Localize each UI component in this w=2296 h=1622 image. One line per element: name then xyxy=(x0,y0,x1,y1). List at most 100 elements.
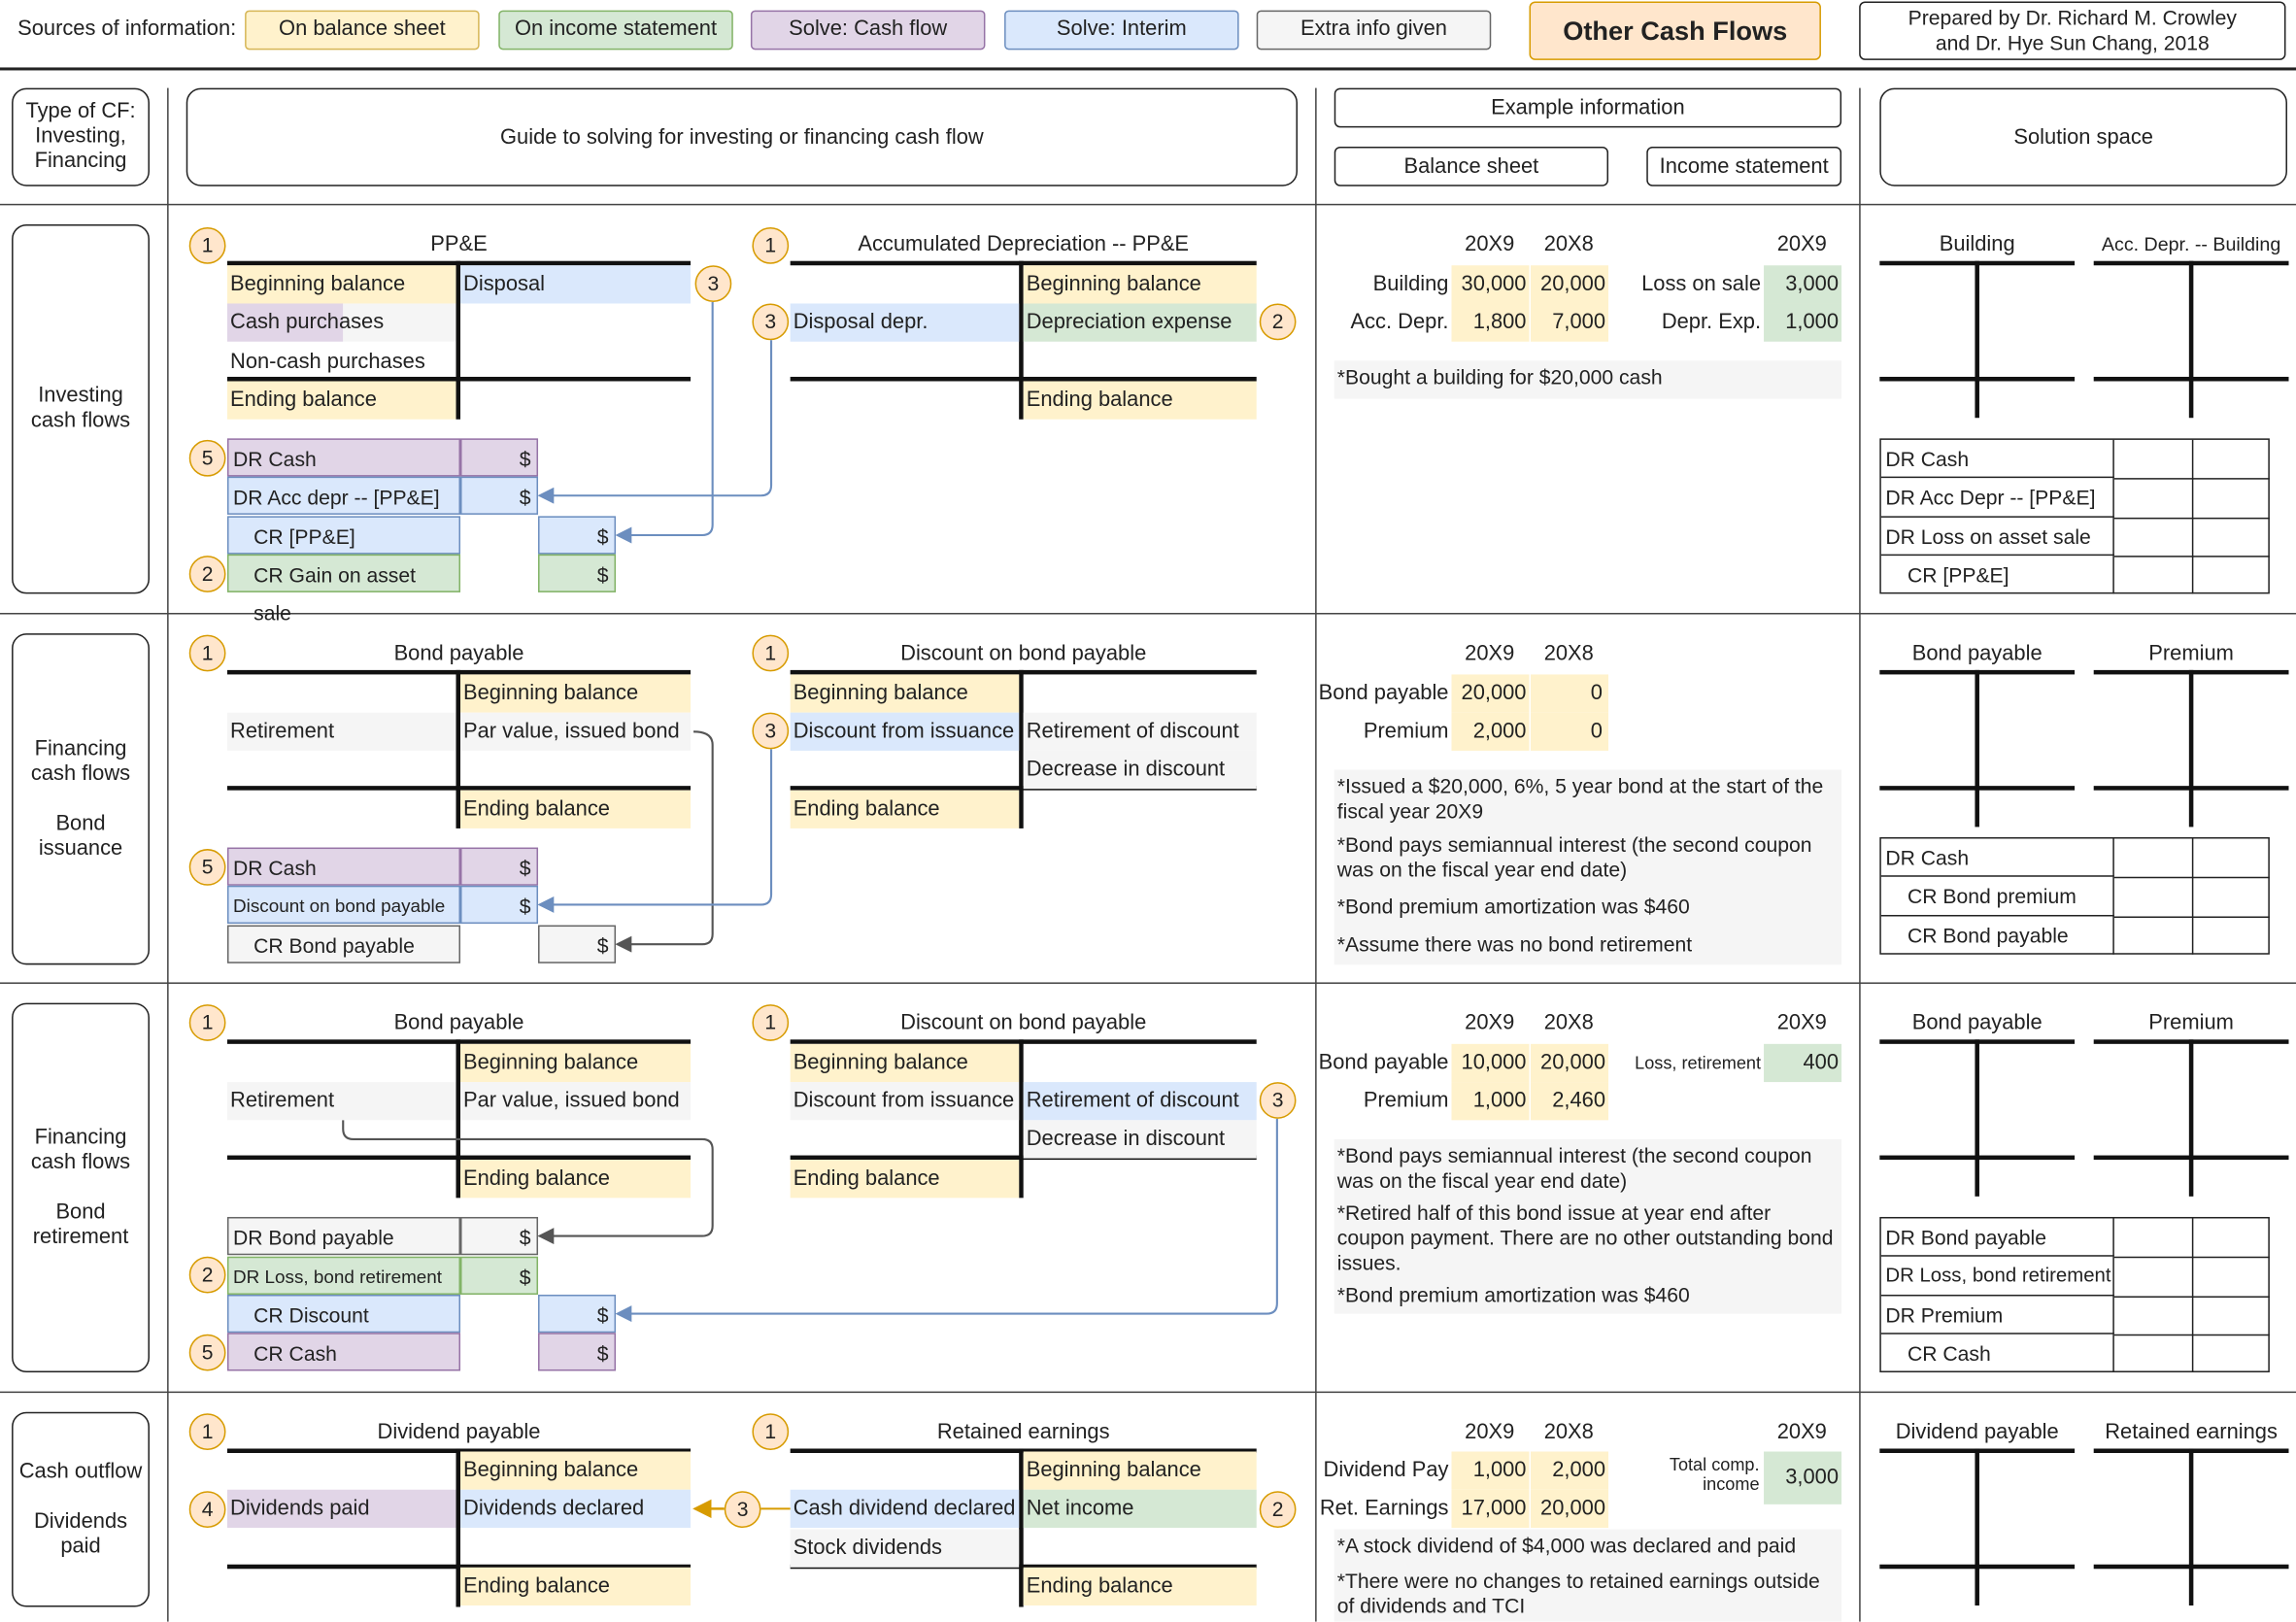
legend-balance-sheet: On balance sheet xyxy=(245,10,480,51)
journal-amount: $ xyxy=(460,438,539,477)
journal-line: CR Discount xyxy=(226,1294,461,1334)
step-3-marker: 3 xyxy=(1259,1082,1297,1119)
t-entry xyxy=(226,303,344,342)
t-entry: Cash purchases xyxy=(230,311,385,335)
t-entry: Cash dividend declared xyxy=(790,1489,1020,1529)
t-entry: Par value, issued bond xyxy=(460,712,692,751)
row-divider xyxy=(0,982,2296,985)
step-1-marker: 1 xyxy=(752,1413,790,1450)
step-2-marker: 2 xyxy=(1259,1491,1297,1529)
t-entry: Ending balance xyxy=(790,790,1020,828)
column-divider xyxy=(1315,87,1318,1622)
t-entry: Par value, issued bond xyxy=(460,1082,692,1121)
journal-amount: $ xyxy=(460,1256,539,1295)
step-2-marker: 2 xyxy=(188,556,226,592)
journal-line: DR Loss, bond retirement xyxy=(226,1256,461,1295)
t-entry: Discount from issuance xyxy=(790,1082,1020,1121)
balance-sheet-header: Balance sheet xyxy=(1334,146,1609,186)
t-entry: Beginning balance xyxy=(226,265,456,304)
solution-header: Solution space xyxy=(1879,87,2287,186)
journal-line: Discount on bond payable xyxy=(226,885,461,925)
journal-line: DR Acc depr -- [PP&E] xyxy=(226,476,461,515)
journal-amount: $ xyxy=(538,1294,617,1334)
t-entry: Non-cash purchases xyxy=(230,350,425,374)
step-1-marker: 1 xyxy=(752,1004,790,1041)
t-entry: Ending balance xyxy=(460,1160,692,1199)
journal-line: CR [PP&E] xyxy=(226,516,461,555)
row-label-investing: Investing cash flows xyxy=(12,223,150,594)
t-entry: Ending balance xyxy=(226,381,456,420)
journal-amount: $ xyxy=(460,885,539,925)
page-title: Other Cash Flows xyxy=(1529,1,1821,60)
t-account-title: Discount on bond payable xyxy=(900,642,1147,666)
t-entry: Ending balance xyxy=(460,790,692,828)
solution-journal-grid[interactable]: DR Bond payable DR Loss, bond retirement… xyxy=(1879,1216,2270,1372)
journal-amount: $ xyxy=(538,1333,617,1371)
journal-amount: $ xyxy=(538,925,617,963)
journal-line: DR Cash xyxy=(226,438,461,477)
row-divider xyxy=(0,203,2296,206)
example-notes: *Issued a $20,000, 6%, 5 year bond at th… xyxy=(1334,769,1842,965)
example-header: Example information xyxy=(1334,87,1842,128)
legend-income-statement: On income statement xyxy=(498,10,733,51)
t-account-title: Retained earnings xyxy=(936,1420,1110,1444)
journal-line: CR Gain on asset sale xyxy=(226,554,461,625)
t-entry: Retirement xyxy=(226,712,456,751)
t-account-title: Accumulated Depreciation -- PP&E xyxy=(858,233,1190,257)
t-entry: Beginning balance xyxy=(460,1451,692,1490)
step-1-marker: 1 xyxy=(752,226,790,264)
t-entry: Stock dividends xyxy=(790,1529,1020,1568)
t-entry: Ending balance xyxy=(1023,381,1257,420)
journal-amount: $ xyxy=(460,847,539,886)
income-statement-header: Income statement xyxy=(1646,146,1842,186)
credit-box: Prepared by Dr. Richard M. Crowley and D… xyxy=(1859,1,2286,60)
t-entry: Retirement xyxy=(226,1082,456,1121)
t-entry: Beginning balance xyxy=(1023,1451,1257,1490)
t-entry: Beginning balance xyxy=(460,674,692,713)
step-5-marker: 5 xyxy=(188,439,226,477)
t-entry: Ending balance xyxy=(1023,1567,1257,1606)
step-1-marker: 1 xyxy=(188,634,226,672)
legend-interim: Solve: Interim xyxy=(1004,10,1239,51)
t-entry: Disposal xyxy=(460,265,692,304)
t-entry: Decrease in discount xyxy=(1023,750,1257,790)
step-3-marker: 3 xyxy=(724,1491,761,1529)
step-2-marker: 2 xyxy=(1259,303,1297,341)
type-of-cf-header: Type of CF: Investing, Financing xyxy=(12,87,150,186)
step-3-marker: 3 xyxy=(752,712,790,750)
t-account-title: Discount on bond payable xyxy=(900,1011,1147,1035)
t-account-title: Bond payable xyxy=(393,642,524,666)
t-entry: Beginning balance xyxy=(790,674,1020,713)
solution-journal-grid[interactable]: DR Cash CR Bond premium CR Bond payable xyxy=(1879,836,2270,955)
row-divider xyxy=(0,613,2296,616)
t-entry: Ending balance xyxy=(790,1160,1020,1199)
journal-amount: $ xyxy=(538,516,617,555)
step-1-marker: 1 xyxy=(188,1004,226,1041)
t-entry: Disposal depr. xyxy=(790,303,1020,342)
t-entry: Decrease in discount xyxy=(1023,1120,1257,1159)
journal-line: DR Bond payable xyxy=(226,1216,461,1256)
journal-line: DR Cash xyxy=(226,847,461,886)
t-entry: Beginning balance xyxy=(460,1043,692,1083)
t-entry: Ending balance xyxy=(460,1567,692,1606)
t-entry: Beginning balance xyxy=(790,1043,1020,1083)
column-divider xyxy=(167,87,170,1622)
step-5-marker: 5 xyxy=(188,1334,226,1371)
t-entry: Dividends paid xyxy=(226,1489,456,1529)
t-entry: Retirement of discount xyxy=(1023,712,1257,751)
step-2-marker: 2 xyxy=(188,1256,226,1294)
step-1-marker: 1 xyxy=(188,1413,226,1450)
journal-amount: $ xyxy=(538,554,617,592)
legend-extra-info: Extra info given xyxy=(1256,10,1492,51)
solution-journal-grid[interactable]: DR Cash DR Acc Depr -- [PP&E] DR Loss on… xyxy=(1879,438,2270,594)
example-notes: *Bond pays semiannual interest (the seco… xyxy=(1334,1138,1842,1314)
step-1-marker: 1 xyxy=(752,634,790,672)
t-entry: Net income xyxy=(1023,1489,1257,1529)
step-3-marker: 3 xyxy=(694,265,732,302)
t-entry: Retirement of discount xyxy=(1023,1082,1257,1121)
t-account-title: Dividend payable xyxy=(377,1420,541,1444)
